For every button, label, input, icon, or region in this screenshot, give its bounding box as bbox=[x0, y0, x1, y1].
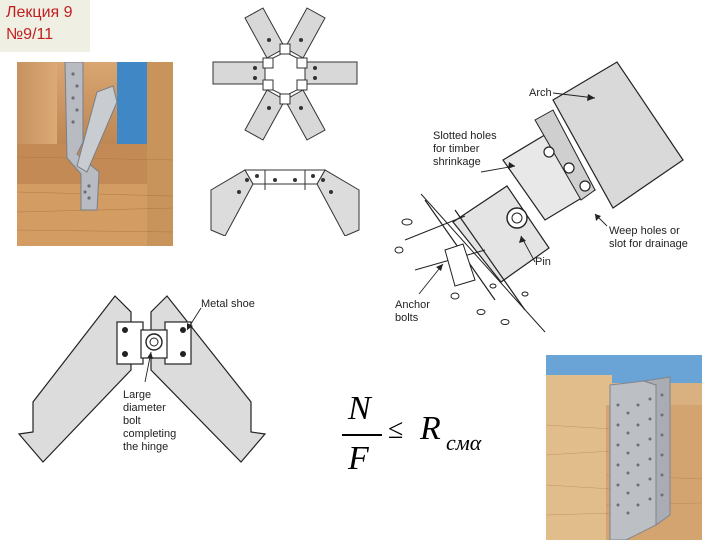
label-slotted-1: Slotted holes bbox=[433, 130, 497, 142]
figure-hinge: Metal shoe Large diameter bolt completin… bbox=[15, 292, 295, 472]
lecture-badge: Лекция 9 №9/11 bbox=[0, 0, 90, 52]
label-weep-2: slot for drainage bbox=[609, 238, 688, 250]
formula-denominator: F bbox=[348, 440, 369, 477]
arch-member bbox=[552, 61, 684, 209]
hinge-drawing: Metal shoe Large diameter bolt completin… bbox=[17, 295, 267, 463]
formula-rhs: R bbox=[420, 410, 441, 447]
photo-timber-strap bbox=[17, 62, 173, 246]
label-bolt-3: bolt bbox=[123, 415, 141, 427]
label-bolt-2: diameter bbox=[123, 402, 166, 414]
photo-angle-bracket bbox=[546, 355, 702, 540]
fraction-bar bbox=[342, 434, 382, 436]
formula-relation: ≤ bbox=[388, 414, 404, 445]
figure-arch-base: Arch Slotted holes for timber shrinkage … bbox=[385, 50, 715, 340]
radial-connector-drawing bbox=[210, 7, 360, 237]
label-bolt-4: completing bbox=[123, 428, 176, 440]
label-bolt-5: the hinge bbox=[123, 441, 168, 453]
label-bolt-1: Large bbox=[123, 389, 151, 401]
slide-number: №9/11 bbox=[6, 26, 54, 43]
photo-timber-strap-art bbox=[17, 62, 173, 246]
lecture-label: Лекция 9 bbox=[6, 4, 73, 21]
label-metal-shoe: Metal shoe bbox=[201, 298, 255, 310]
label-pin: Pin bbox=[535, 256, 551, 268]
formula-rhs-subscript: смα bbox=[446, 430, 482, 455]
formula: N F ≤ R смα bbox=[338, 390, 508, 490]
label-slotted-2: for timber bbox=[433, 143, 480, 155]
label-slotted-3: shrinkage bbox=[433, 156, 481, 168]
label-anchor-2: bolts bbox=[395, 312, 419, 324]
label-arch: Arch bbox=[529, 87, 552, 99]
formula-numerator: N bbox=[348, 390, 371, 427]
photo-angle-bracket-art bbox=[546, 355, 702, 540]
label-weep-1: Weep holes or bbox=[609, 225, 680, 237]
arch-base-drawing: Arch Slotted holes for timber shrinkage … bbox=[394, 61, 688, 333]
figure-radial-connector bbox=[205, 4, 365, 237]
label-anchor-1: Anchor bbox=[395, 299, 430, 311]
